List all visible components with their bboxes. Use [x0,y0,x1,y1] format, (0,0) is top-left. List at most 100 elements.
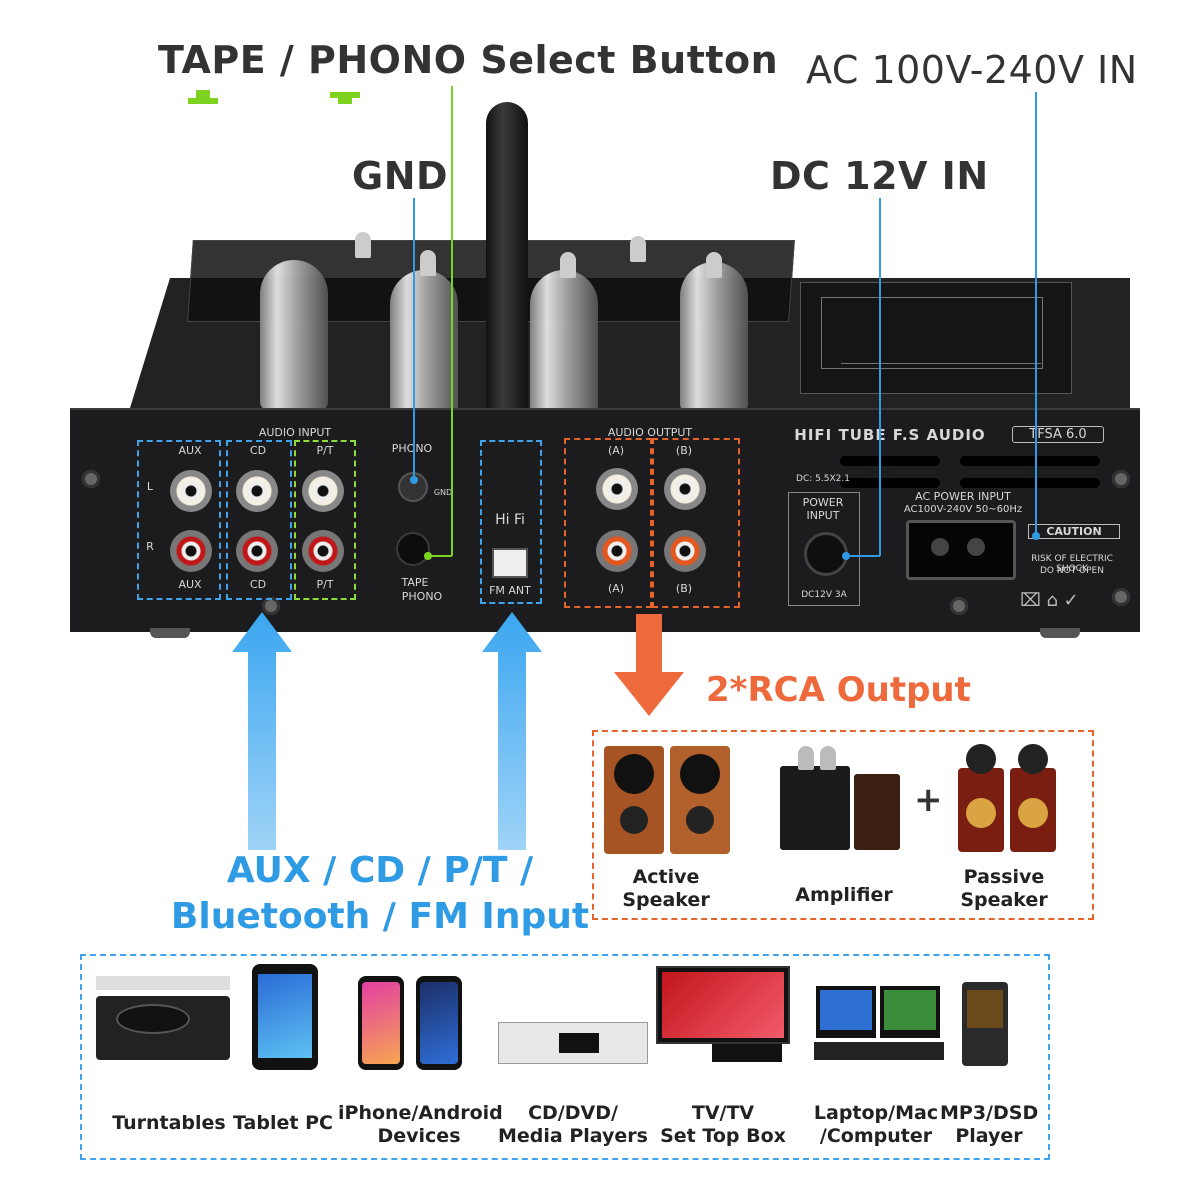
brand-label: HIFI TUBE F.S AUDIO [794,426,986,444]
caution-label: CAUTION [1028,524,1120,539]
input-label-line1: AUX / CD / P/T / [226,850,534,891]
output-a-group [564,438,652,608]
aux-input-group [137,440,221,600]
cd-top-label: CD [249,444,267,457]
do-not-open-label: DO NOT OPEN [1040,566,1104,576]
tape-label: TAPE [401,576,429,589]
output-b-bottom-label: (B) [675,582,693,595]
hifi-label: Hi Fi [495,512,525,528]
screw-icon [82,470,100,488]
mp3-player-image [962,982,1008,1066]
bluetooth-fm-group [480,440,542,604]
recycle-icons: ⌧ ⌂ ✓ [1020,590,1079,611]
phono-select-label: PHONO [401,590,443,603]
pt-bottom-label: P/T [316,578,334,591]
tablet-pc-label: Tablet PC [233,1112,333,1134]
source-devices-box [80,954,1050,1160]
foot [150,628,190,638]
screw-icon [1112,470,1130,488]
antenna [486,102,528,422]
pt-right-jack[interactable] [302,530,344,572]
output-a-right-jack[interactable] [596,530,638,572]
tape-indicator-icon [188,88,218,104]
phono-indicator-icon [330,88,360,104]
vent-slots [840,456,1110,496]
tube-tip-2 [420,250,436,276]
cd-bottom-label: CD [249,578,267,591]
tape-phono-select-button[interactable] [396,532,430,566]
cd-input-group [226,440,292,600]
output-b-left-jack[interactable] [664,468,706,510]
plus-sign: + [914,780,943,820]
output-a-top-label: (A) [607,444,625,457]
audio-output-label: AUDIO OUTPUT [607,426,693,439]
screw-icon [262,597,280,615]
output-a-left-jack[interactable] [596,468,638,510]
tube-tip-1 [355,232,371,258]
input-label: AUX / CD / P/T / Bluetooth / FM Input [160,848,600,940]
power-input-label: POWER INPUT [802,496,844,522]
tube-tip-4 [630,236,646,262]
aux-right-jack[interactable] [170,530,212,572]
tv-image [656,966,796,1066]
gnd-callout: GND [352,154,449,198]
turntable-image [96,976,232,1068]
control-schematic [800,282,1072,394]
cd-left-jack[interactable] [236,470,278,512]
pt-top-label: P/T [316,444,334,457]
input-label-line2: Bluetooth / FM Input [170,896,590,937]
dc-in-callout: DC 12V IN [770,154,989,198]
risk-label: RISK OF ELECTRIC SHOCK [1031,554,1113,574]
right-channel-label: R [146,540,154,553]
aux-bottom-label: AUX [178,578,202,591]
ac-spec-label: AC100V-240V 50~60Hz [903,504,1023,515]
screw-icon [950,597,968,615]
cd-right-jack[interactable] [236,530,278,572]
passive-speaker-image [954,738,1064,858]
fm-ant-label: FM ANT [489,584,531,597]
aux-left-jack[interactable] [170,470,212,512]
vacuum-tube-3 [530,270,598,420]
laptop-label: Laptop/Mac/Computer [813,1102,939,1147]
output-b-top-label: (B) [675,444,693,457]
left-channel-label: L [146,480,154,493]
power-input-box [788,492,860,606]
cd-player-image [498,1022,648,1064]
tablet-image [252,964,318,1070]
tube-tip-3 [560,252,576,278]
tape-phono-callout: TAPE / PHONO Select Button [158,38,779,82]
phono-label: PHONO [391,442,433,455]
amplifier-label: Amplifier [795,884,893,906]
gnd-small-label: GND [433,488,453,497]
model-label: TFSA 6.0 [1012,426,1104,443]
output-b-group [652,438,740,608]
output-b-right-jack[interactable] [664,530,706,572]
vacuum-tube-2 [390,270,458,420]
phones-image [358,976,464,1070]
amplifier-image [780,746,910,856]
vacuum-tube-1 [260,260,328,410]
ac-power-socket[interactable] [906,520,1016,580]
ac-in-callout: AC 100V-240V IN [806,48,1138,92]
vacuum-tube-4 [680,262,748,412]
dc-spec-label: DC: 5.5X2.1 [796,474,850,484]
output-a-bottom-label: (A) [607,582,625,595]
active-speaker-image [604,746,738,856]
screw-icon [1112,588,1130,606]
output-label: 2*RCA Output [706,670,971,710]
aux-top-label: AUX [178,444,202,457]
turntables-label: Turntables [112,1112,226,1134]
fm-antenna-port[interactable] [492,548,528,578]
dc12v-label: DC12V 3A [801,590,847,600]
audio-input-label: AUDIO INPUT [258,426,332,439]
pt-left-jack[interactable] [302,470,344,512]
tube-tip-5 [706,252,722,278]
computer-image [814,986,944,1066]
